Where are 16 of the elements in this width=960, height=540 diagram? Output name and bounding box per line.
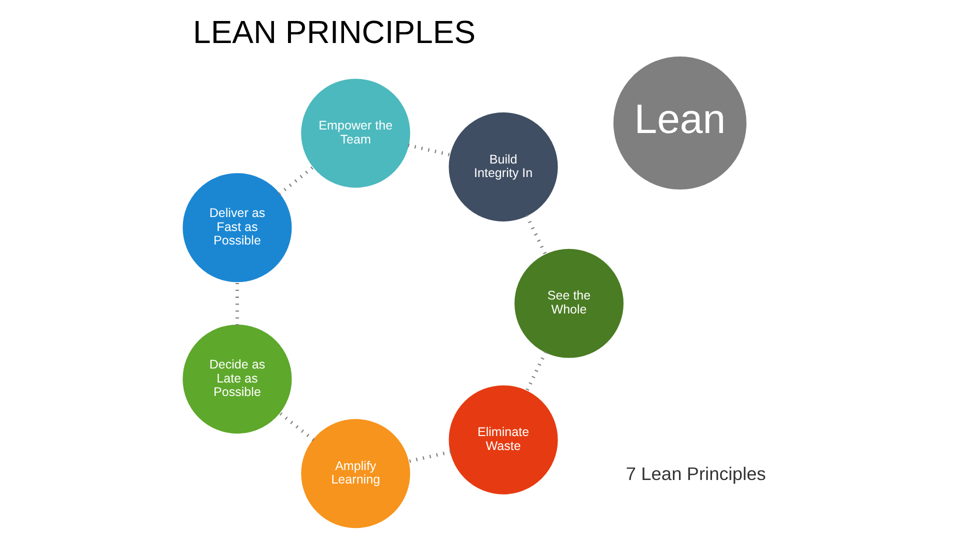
connector — [408, 450, 452, 464]
node-circle: Amplify Learning — [301, 419, 410, 528]
connector — [525, 351, 548, 392]
node-circle: Deliver as Fast as Possible — [182, 173, 292, 282]
connector — [278, 166, 314, 196]
node-circle: See the Whole — [514, 248, 624, 358]
node-circle: Decide as Late as Possible — [182, 324, 292, 434]
label: 7 Lean Principles — [626, 463, 766, 484]
node-circle: Empower the Team — [301, 78, 410, 188]
node-circle: Eliminate Waste — [448, 385, 558, 494]
connector — [278, 412, 315, 442]
connector — [525, 214, 548, 256]
node-circle: Lean — [613, 56, 746, 190]
connector — [408, 144, 451, 157]
diagram-title: LEAN PRINCIPLES — [193, 14, 476, 50]
node-circle: Build Integrity In — [448, 112, 558, 222]
